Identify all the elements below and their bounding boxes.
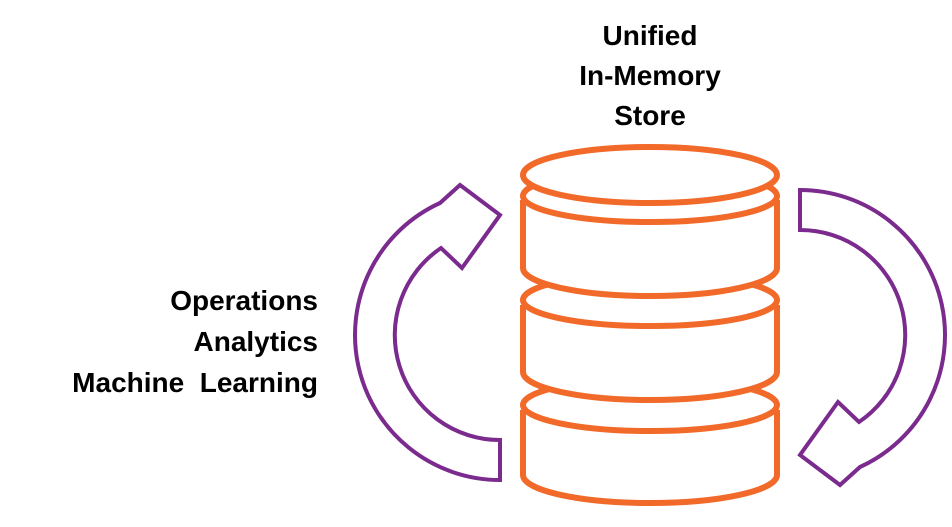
title-line: Store: [614, 100, 686, 131]
title-line: Unified: [602, 20, 698, 51]
database-store-icon: [520, 144, 780, 506]
disk-bottom: [520, 410, 780, 506]
workload-analytics: Analytics: [193, 326, 319, 357]
workload-operations: Operations: [170, 285, 318, 316]
workload-labels: Operations Analytics Machine Learning: [72, 280, 318, 403]
cycle-arrow-left: [353, 182, 503, 483]
cycle-arrow-right: [797, 187, 947, 488]
disk-top-lid: [520, 144, 780, 206]
disk-middle: [520, 305, 780, 403]
store-title: Unified In-Memory Store: [540, 16, 760, 136]
workload-machine-learning: Machine Learning: [72, 367, 318, 398]
title-line: In-Memory: [579, 60, 721, 91]
disk-top: [520, 200, 780, 299]
